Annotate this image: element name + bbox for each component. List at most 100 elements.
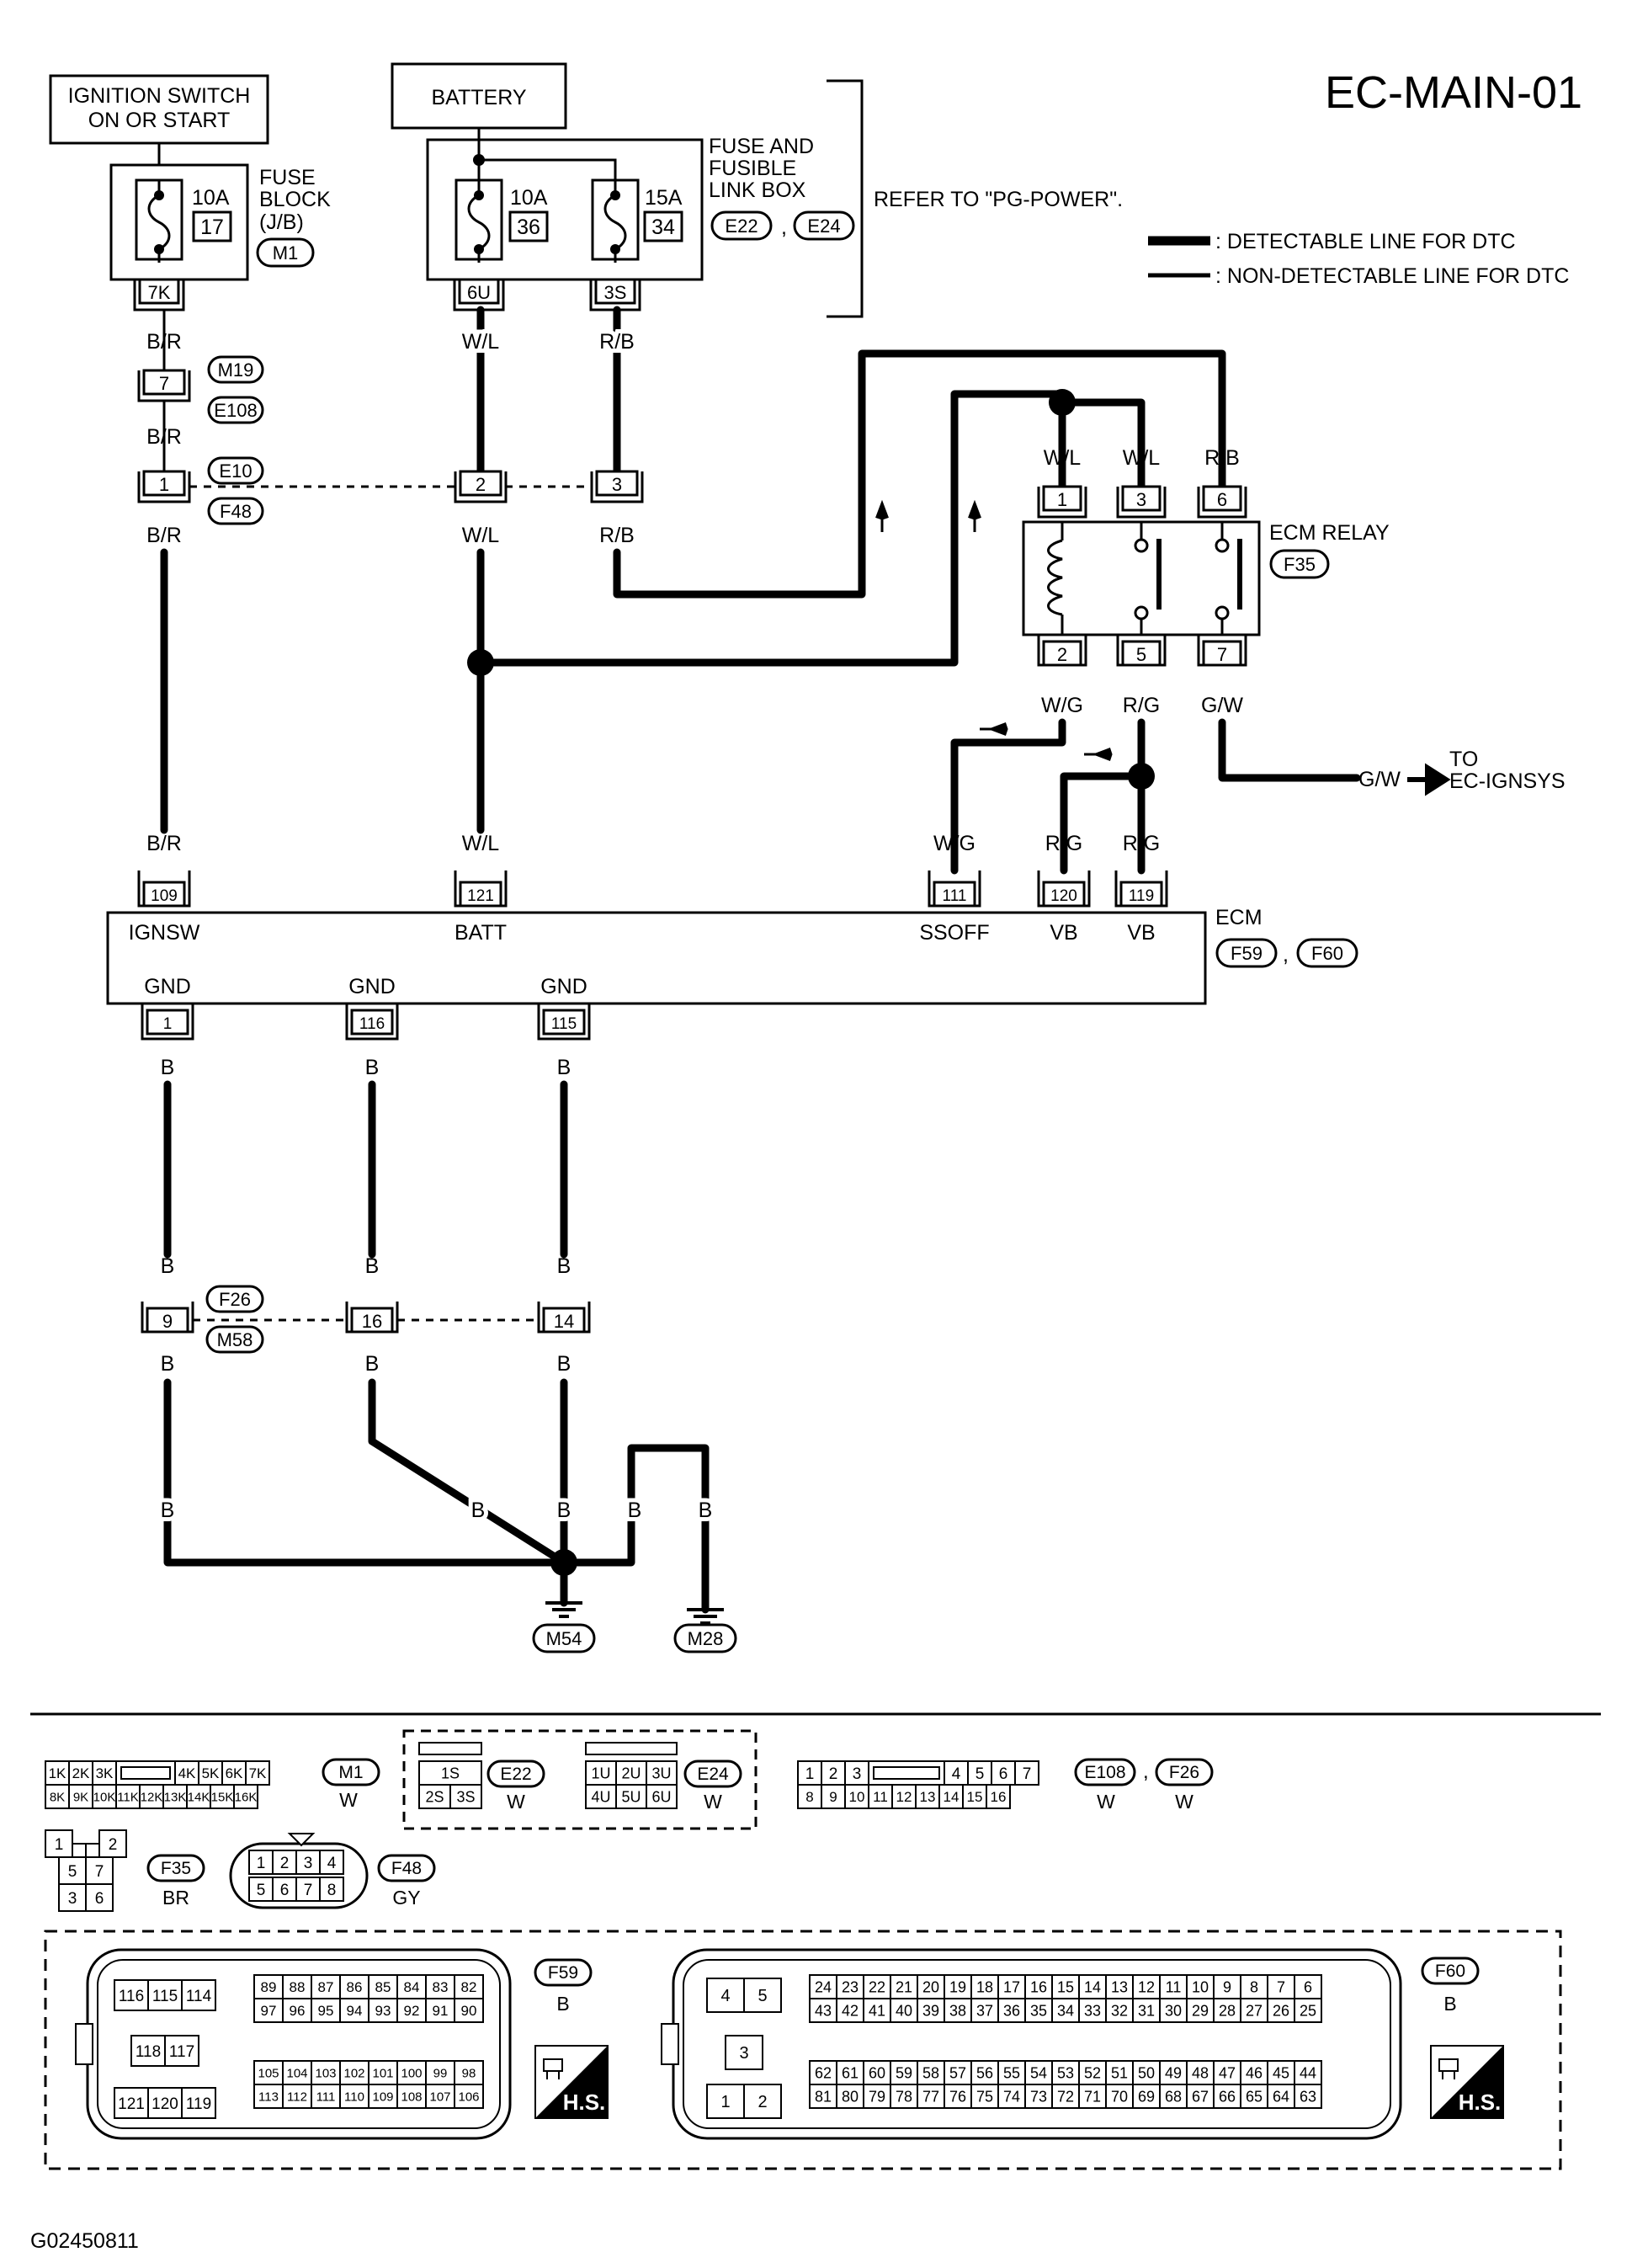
- pin-label: 4U: [591, 1788, 610, 1805]
- pin-label: 98: [462, 2066, 476, 2080]
- svg-text:IGNSW: IGNSW: [129, 921, 200, 945]
- pin-label: 118: [136, 2043, 161, 2061]
- svg-text:B: B: [628, 1499, 642, 1522]
- pin-cell: [248, 1877, 274, 1902]
- pin-label: 91: [433, 2003, 449, 2019]
- pin-label: 71: [1084, 2088, 1101, 2105]
- pin-cell: [890, 2084, 918, 2109]
- pin-label: 36: [1003, 2002, 1020, 2019]
- ecm-pin-119: 119 VB: [1114, 870, 1168, 945]
- pin-label: 112: [287, 2090, 307, 2104]
- pin-cell: [181, 1979, 216, 2011]
- svg-text:BATT: BATT: [455, 921, 507, 945]
- pin-label: 116: [119, 1988, 144, 2005]
- svg-text:R/B: R/B: [599, 330, 635, 354]
- pin-cell: [1105, 1998, 1134, 2023]
- ecm-label: ECM: [1215, 906, 1263, 929]
- pin-label: 44: [1300, 2064, 1316, 2081]
- svg-text:M58: M58: [217, 1329, 253, 1350]
- pin-label: 19: [949, 1978, 966, 1995]
- pin-label: 14: [944, 1789, 960, 1805]
- pin-cell: [1294, 1974, 1322, 1999]
- pin-label: 58: [922, 2064, 939, 2081]
- pin-label: 5: [975, 1765, 985, 1783]
- pin-label: 9: [1223, 1978, 1231, 1995]
- svg-text:W/L: W/L: [462, 524, 500, 547]
- svg-text:121: 121: [467, 887, 494, 905]
- svg-text:W/G: W/G: [1041, 694, 1083, 717]
- svg-text:R/B: R/B: [1204, 446, 1240, 470]
- pin-cell: [1078, 2060, 1107, 2085]
- connector-id: F59: [548, 1963, 578, 1983]
- arrow-to-ignsys-icon: [1407, 763, 1451, 796]
- svg-text:R/B: R/B: [599, 524, 635, 547]
- pin-label: 45: [1273, 2064, 1289, 2081]
- pin-label: 15: [1057, 1978, 1074, 1995]
- pin-cell: [706, 1978, 745, 2013]
- pin-cell: [1240, 2084, 1268, 2109]
- svg-text:10A: 10A: [192, 186, 230, 210]
- svg-text:119: 119: [1129, 887, 1154, 905]
- pin-cell: [836, 2060, 864, 2085]
- pin-cell: [45, 1784, 70, 1809]
- svg-text:7K: 7K: [148, 282, 171, 303]
- svg-text:GND: GND: [348, 975, 396, 998]
- pin-cell: [1294, 2060, 1322, 2085]
- pin-label: 42: [842, 2002, 859, 2019]
- pin-label: 13: [1111, 1978, 1128, 1995]
- refer-label: REFER TO "PG-POWER".: [874, 188, 1123, 211]
- pin-label: 2: [758, 2093, 767, 2111]
- svg-text:R/G: R/G: [1045, 832, 1082, 855]
- pin-cell: [425, 2084, 455, 2109]
- pin-label: 99: [433, 2066, 448, 2080]
- connector-color: W: [507, 1791, 525, 1813]
- pin-cell: [917, 2084, 945, 2109]
- pin-label: 7: [95, 1863, 104, 1881]
- svg-text:115: 115: [551, 1015, 577, 1033]
- pin-label: 56: [976, 2064, 993, 2081]
- pin-label: 4K: [178, 1765, 196, 1781]
- svg-text:R/G: R/G: [1123, 694, 1160, 717]
- pin-label: 12: [1138, 1978, 1155, 1995]
- pin-label: 88: [290, 1979, 306, 1995]
- svg-text:9: 9: [162, 1311, 173, 1332]
- svg-text:F60: F60: [1311, 943, 1343, 964]
- pin-label: 64: [1273, 2088, 1289, 2105]
- svg-text:M28: M28: [688, 1628, 724, 1649]
- pin-cell: [1078, 2084, 1107, 2109]
- pin-label: 6: [95, 1890, 104, 1908]
- wire-wg-ssoff: [950, 718, 1066, 875]
- pin-label: 16: [991, 1789, 1007, 1805]
- pin-label: 34: [1057, 2002, 1074, 2019]
- svg-text:R/G: R/G: [1123, 832, 1160, 855]
- fusible-link-box: [426, 138, 704, 281]
- pin-label: 1: [805, 1765, 815, 1783]
- pin-label: 110: [344, 2090, 364, 2104]
- pin-label: 7K: [249, 1765, 267, 1781]
- pin-cell: [725, 2035, 763, 2070]
- pin-cell: [1024, 1998, 1053, 2023]
- svg-text:VB: VB: [1050, 921, 1077, 945]
- pin-cell: [233, 1784, 258, 1809]
- pin-label: 9: [829, 1789, 837, 1805]
- svg-text:E24: E24: [807, 216, 840, 237]
- pin-label: 93: [375, 2003, 391, 2019]
- pin-cell: [797, 1760, 822, 1786]
- pin-label: 7: [1023, 1765, 1032, 1783]
- ecm-connectors-frame: [44, 1930, 1562, 2170]
- svg-text:TO: TO: [1449, 748, 1478, 771]
- svg-text:B: B: [365, 1254, 380, 1278]
- svg-text:E22: E22: [725, 216, 758, 237]
- ground-wire-m28: [560, 1444, 710, 1614]
- pin-label: 69: [1138, 2088, 1155, 2105]
- svg-text:17: 17: [200, 216, 224, 239]
- pin-label: 3U: [651, 1765, 671, 1781]
- pin-label: 3: [68, 1890, 77, 1908]
- pin-cell: [944, 2060, 972, 2085]
- ecm-gnd-pin-115: GND 115: [537, 975, 591, 1041]
- pin-label: 80: [842, 2088, 859, 2105]
- pin-label: 14K: [188, 1790, 210, 1804]
- svg-text:B: B: [557, 1056, 571, 1079]
- svg-text:W/G: W/G: [933, 832, 975, 855]
